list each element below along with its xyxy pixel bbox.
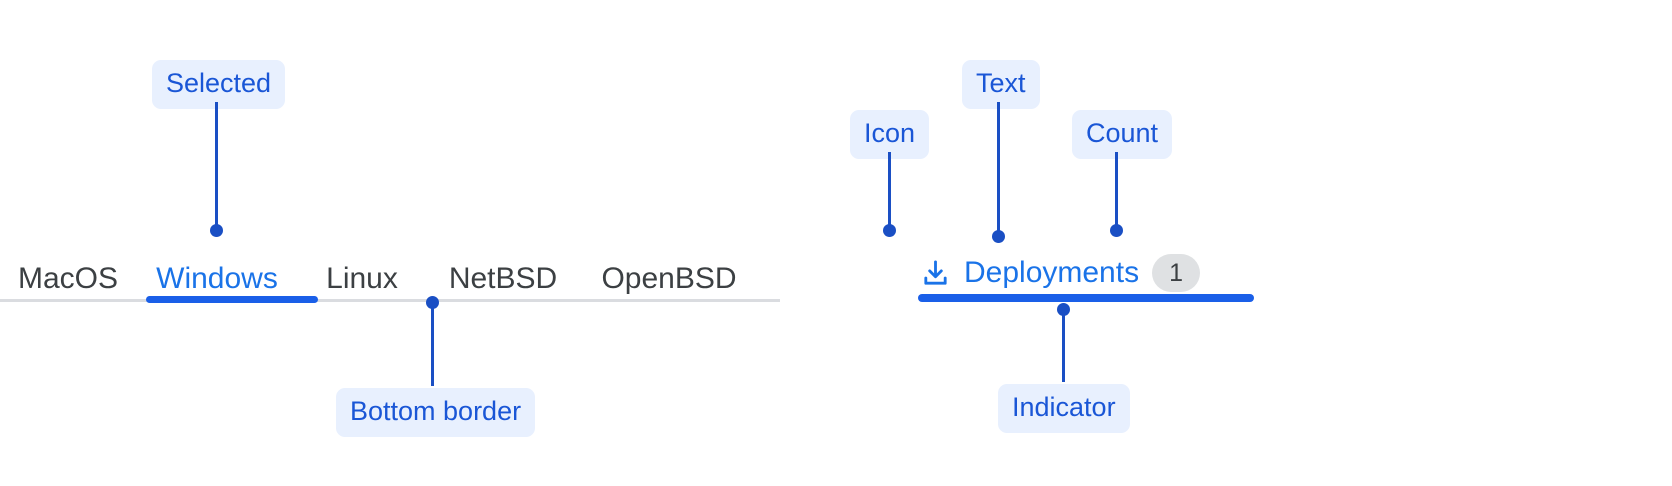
callout-label-indicator: Indicator <box>998 384 1130 433</box>
tab-netbsd[interactable]: NetBSD <box>426 264 580 300</box>
callout-dot-icon <box>883 224 896 237</box>
callout-dot-count <box>1110 224 1123 237</box>
callout-label-bottom-border: Bottom border <box>336 388 536 437</box>
callout-dot-selected <box>210 224 223 237</box>
tabbar-os: MacOS Windows Linux NetBSD OpenBSD <box>0 248 780 300</box>
callout-line-text <box>997 102 1000 236</box>
callout-dot-bottom-border <box>426 296 439 309</box>
tab-macos[interactable]: MacOS <box>0 264 136 300</box>
tab-openbsd-label: OpenBSD <box>601 262 737 295</box>
callout-line-bottom-border <box>431 304 434 386</box>
tab-deployments[interactable]: Deployments 1 <box>920 248 1201 302</box>
tab-deployments-label: Deployments <box>964 256 1140 289</box>
tab-deployments-count-badge: 1 <box>1152 254 1201 292</box>
callout-line-icon <box>888 152 891 230</box>
callout-line-selected <box>215 102 218 230</box>
tabbar-active-indicator <box>146 296 318 303</box>
tab-macos-label: MacOS <box>17 262 119 295</box>
tab-deployments-indicator <box>918 294 1254 302</box>
callout-line-indicator <box>1062 310 1065 382</box>
download-icon <box>920 258 951 289</box>
tab-openbsd[interactable]: OpenBSD <box>580 264 758 300</box>
callout-line-count <box>1115 152 1118 230</box>
callout-label-text: Text <box>962 60 1040 109</box>
tab-windows[interactable]: Windows <box>136 264 298 300</box>
callout-label-count: Count <box>1072 110 1173 159</box>
tab-linux[interactable]: Linux <box>298 264 426 300</box>
callout-label-icon: Icon <box>850 110 930 159</box>
tabbar-bottom-border <box>0 299 780 302</box>
callout-label-selected: Selected <box>152 60 286 109</box>
tab-linux-label: Linux <box>326 262 398 295</box>
tab-netbsd-label: NetBSD <box>448 262 558 295</box>
callout-dot-text <box>992 230 1005 243</box>
callout-dot-indicator <box>1057 303 1070 316</box>
tabbar-os-row: MacOS Windows Linux NetBSD OpenBSD <box>0 248 780 300</box>
tab-windows-label: Windows <box>156 262 278 295</box>
tab-deployments-inner: Deployments 1 <box>920 248 1201 302</box>
